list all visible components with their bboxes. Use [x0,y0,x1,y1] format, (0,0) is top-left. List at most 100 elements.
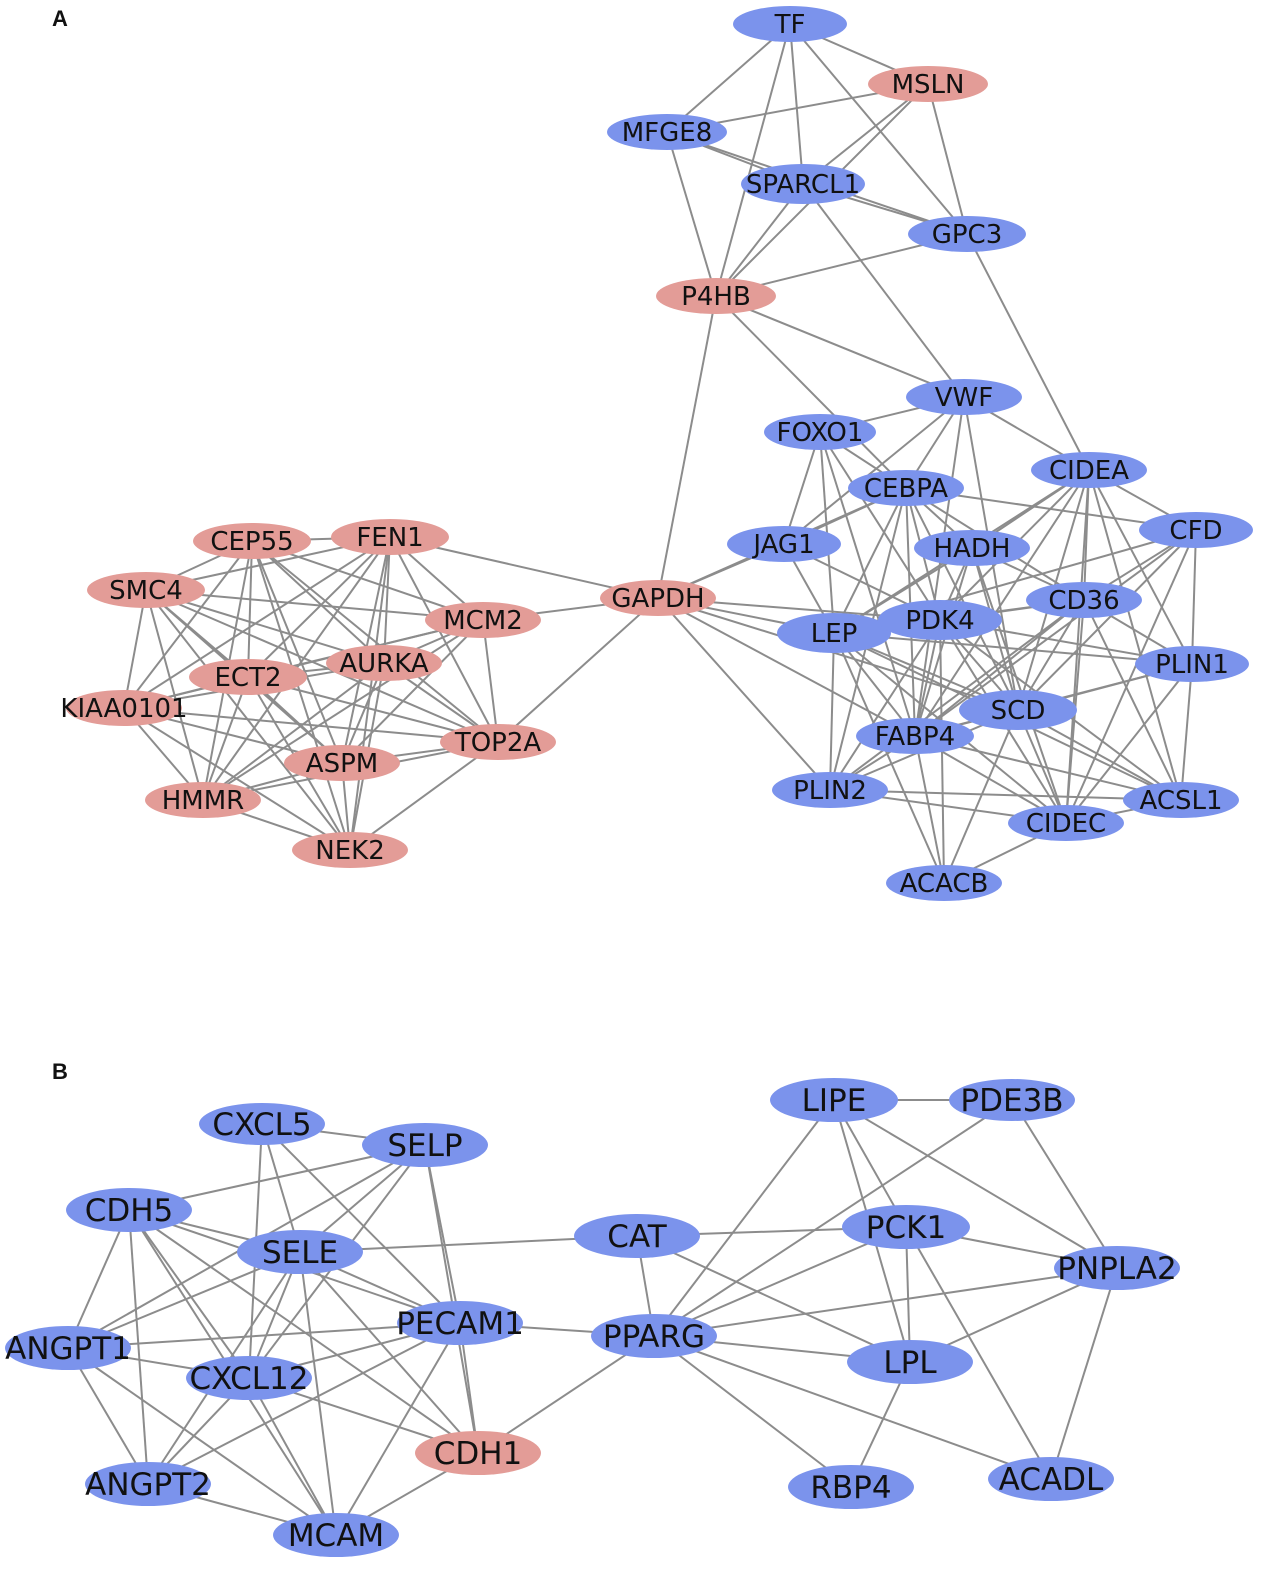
node-ellipse-scd [959,690,1077,730]
edge-top2a-nek2 [349,741,499,851]
node-ellipse-cd36 [1026,582,1142,618]
node-gpc3: GPC3 [908,216,1026,252]
node-label-cep55: CEP55 [210,527,293,557]
node-ellipse-angpt1 [5,1326,131,1370]
node-label-kiaa0101: KIAA0101 [60,694,187,724]
node-label-pecam1: PECAM1 [396,1306,524,1342]
node-label-lipe: LIPE [802,1083,867,1119]
node-cidec: CIDEC [1008,805,1124,841]
node-label-cidea: CIDEA [1049,456,1129,486]
node-ellipse-cxcl5 [199,1103,325,1145]
node-ellipse-pnpla2 [1054,1246,1180,1290]
panel-b-label: B [52,1059,68,1084]
panel-a-nodes: TFMSLNMFGE8SPARCL1GPC3P4HBVWFFOXO1CIDEAC… [60,6,1253,901]
node-mcm2: MCM2 [425,602,541,638]
edge-sele-mcam [299,1251,337,1536]
node-ellipse-kiaa0101 [66,690,182,726]
node-p4hb: P4HB [656,278,776,314]
node-pck1: PCK1 [842,1205,970,1249]
node-label-cxcl12: CXCL12 [190,1361,309,1397]
edge-cdh5-angpt2 [128,1209,149,1485]
node-ellipse-top2a [440,724,556,760]
edge-p4hb-vwf [715,295,965,398]
edge-gpc3-cidea [966,233,1090,471]
edge-pck1-lpl [905,1226,911,1363]
node-sparcl1: SPARCL1 [741,164,865,204]
node-label-aspm: ASPM [306,749,378,779]
node-ellipse-lipe [770,1078,898,1122]
node-tf: TF [733,6,847,42]
node-ellipse-rbp4 [788,1465,914,1509]
panel-b-edges [67,1099,1118,1536]
edge-pde3b-pparg [653,1099,1013,1337]
node-ellipse-cdh5 [66,1188,192,1232]
edge-scd-acacb [943,709,1019,884]
node-ellipse-cep55 [193,523,311,559]
node-ellipse-vwf [906,379,1022,415]
node-ellipse-mcam [273,1513,399,1557]
node-ellipse-pde3b [949,1079,1075,1121]
node-cxcl5: CXCL5 [199,1103,325,1145]
edge-pnpla2-acadl [1050,1267,1118,1480]
node-fen1: FEN1 [331,519,449,555]
node-lep: LEP [777,613,891,653]
edge-lep-acacb [833,632,945,884]
node-plin1: PLIN1 [1135,646,1249,682]
node-vwf: VWF [906,379,1022,415]
node-ellipse-fen1 [331,519,449,555]
node-ellipse-nek2 [292,832,408,868]
node-nek2: NEK2 [292,832,408,868]
edge-tf-p4hb [715,23,791,297]
edge-angpt1-mcam [67,1347,337,1536]
node-angpt2: ANGPT2 [85,1462,211,1506]
node-label-top2a: TOP2A [454,728,542,758]
node-ellipse-jag1 [727,526,841,562]
node-label-smc4: SMC4 [109,576,183,606]
node-label-mcam: MCAM [288,1518,384,1554]
edge-cat-lpl [636,1235,911,1363]
node-gapdh: GAPDH [600,580,716,616]
edge-cdh5-cxcl12 [128,1209,250,1379]
node-ellipse-sele [237,1230,363,1274]
node-label-gapdh: GAPDH [611,584,704,614]
edge-cdh5-cdh1 [128,1209,479,1454]
edge-fabp4-gapdh [657,597,916,737]
node-label-pck1: PCK1 [866,1210,946,1246]
node-rbp4: RBP4 [788,1465,914,1509]
node-ellipse-gapdh [600,580,716,616]
node-ellipse-aurka [326,645,442,681]
edge-cfd-scd [1017,529,1197,711]
node-label-gpc3: GPC3 [932,220,1003,250]
node-cat: CAT [574,1214,700,1258]
node-ellipse-lep [777,613,891,653]
edge-gapdh-plin2 [657,597,831,791]
node-label-hadh: HADH [934,534,1011,564]
node-cidea: CIDEA [1031,452,1147,488]
node-label-jag1: JAG1 [751,530,814,560]
node-label-plin1: PLIN1 [1155,650,1229,680]
node-ellipse-cebpa [848,470,964,506]
node-jag1: JAG1 [727,526,841,562]
node-angpt1: ANGPT1 [5,1326,131,1370]
edge-p4hb-gapdh [657,295,717,599]
edge-gapdh-scd [657,597,1019,711]
edge-cfd-plin1 [1191,529,1197,665]
edge-vwf-jag1 [783,396,965,545]
edge-pck1-pparg [653,1226,907,1337]
edge-gapdh-top2a [497,597,659,743]
node-label-lpl: LPL [883,1345,937,1381]
edge-cidea-acsl1 [1088,469,1182,801]
node-ellipse-lpl [847,1340,973,1384]
node-ellipse-sparcl1 [741,164,865,204]
node-aurka: AURKA [326,645,442,681]
edge-cidea-plin1 [1088,469,1193,665]
edge-kiaa0101-nek2 [123,707,351,851]
edge-pck1-acadl [905,1226,1052,1480]
node-ellipse-cidea [1031,452,1147,488]
node-label-p4hb: P4HB [681,282,751,312]
edge-pecam1-angpt1 [67,1322,461,1349]
node-label-scd: SCD [991,696,1046,726]
node-label-cebpa: CEBPA [864,474,948,504]
edge-fen1-ect2 [247,536,391,678]
node-ellipse-tf [733,6,847,42]
